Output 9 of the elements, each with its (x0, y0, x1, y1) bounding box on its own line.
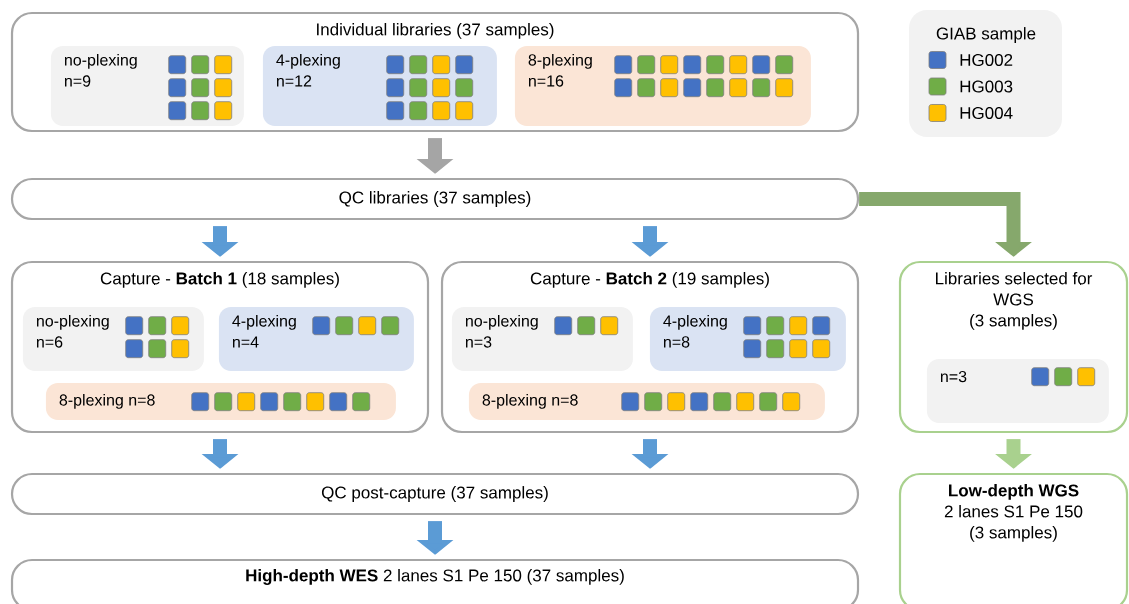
legend-label: HG003 (960, 80, 1013, 93)
process-box: High-depth WES 2 lanes S1 Pe 150 (37 samples) (10, 558, 860, 604)
group-box: Low-depth WGS 2 lanes S1 Pe 150 (3 samples) (898, 472, 1129, 604)
process-box: QC post-capture (37 samples) (10, 472, 860, 516)
legend-label: HG004 (960, 107, 1013, 119)
legend-title: GIAB sample (936, 27, 1036, 43)
block-arrow (859, 192, 1032, 257)
legend-label: HG002 (960, 54, 1013, 66)
process-box: QC libraries (37 samples) (10, 177, 860, 221)
